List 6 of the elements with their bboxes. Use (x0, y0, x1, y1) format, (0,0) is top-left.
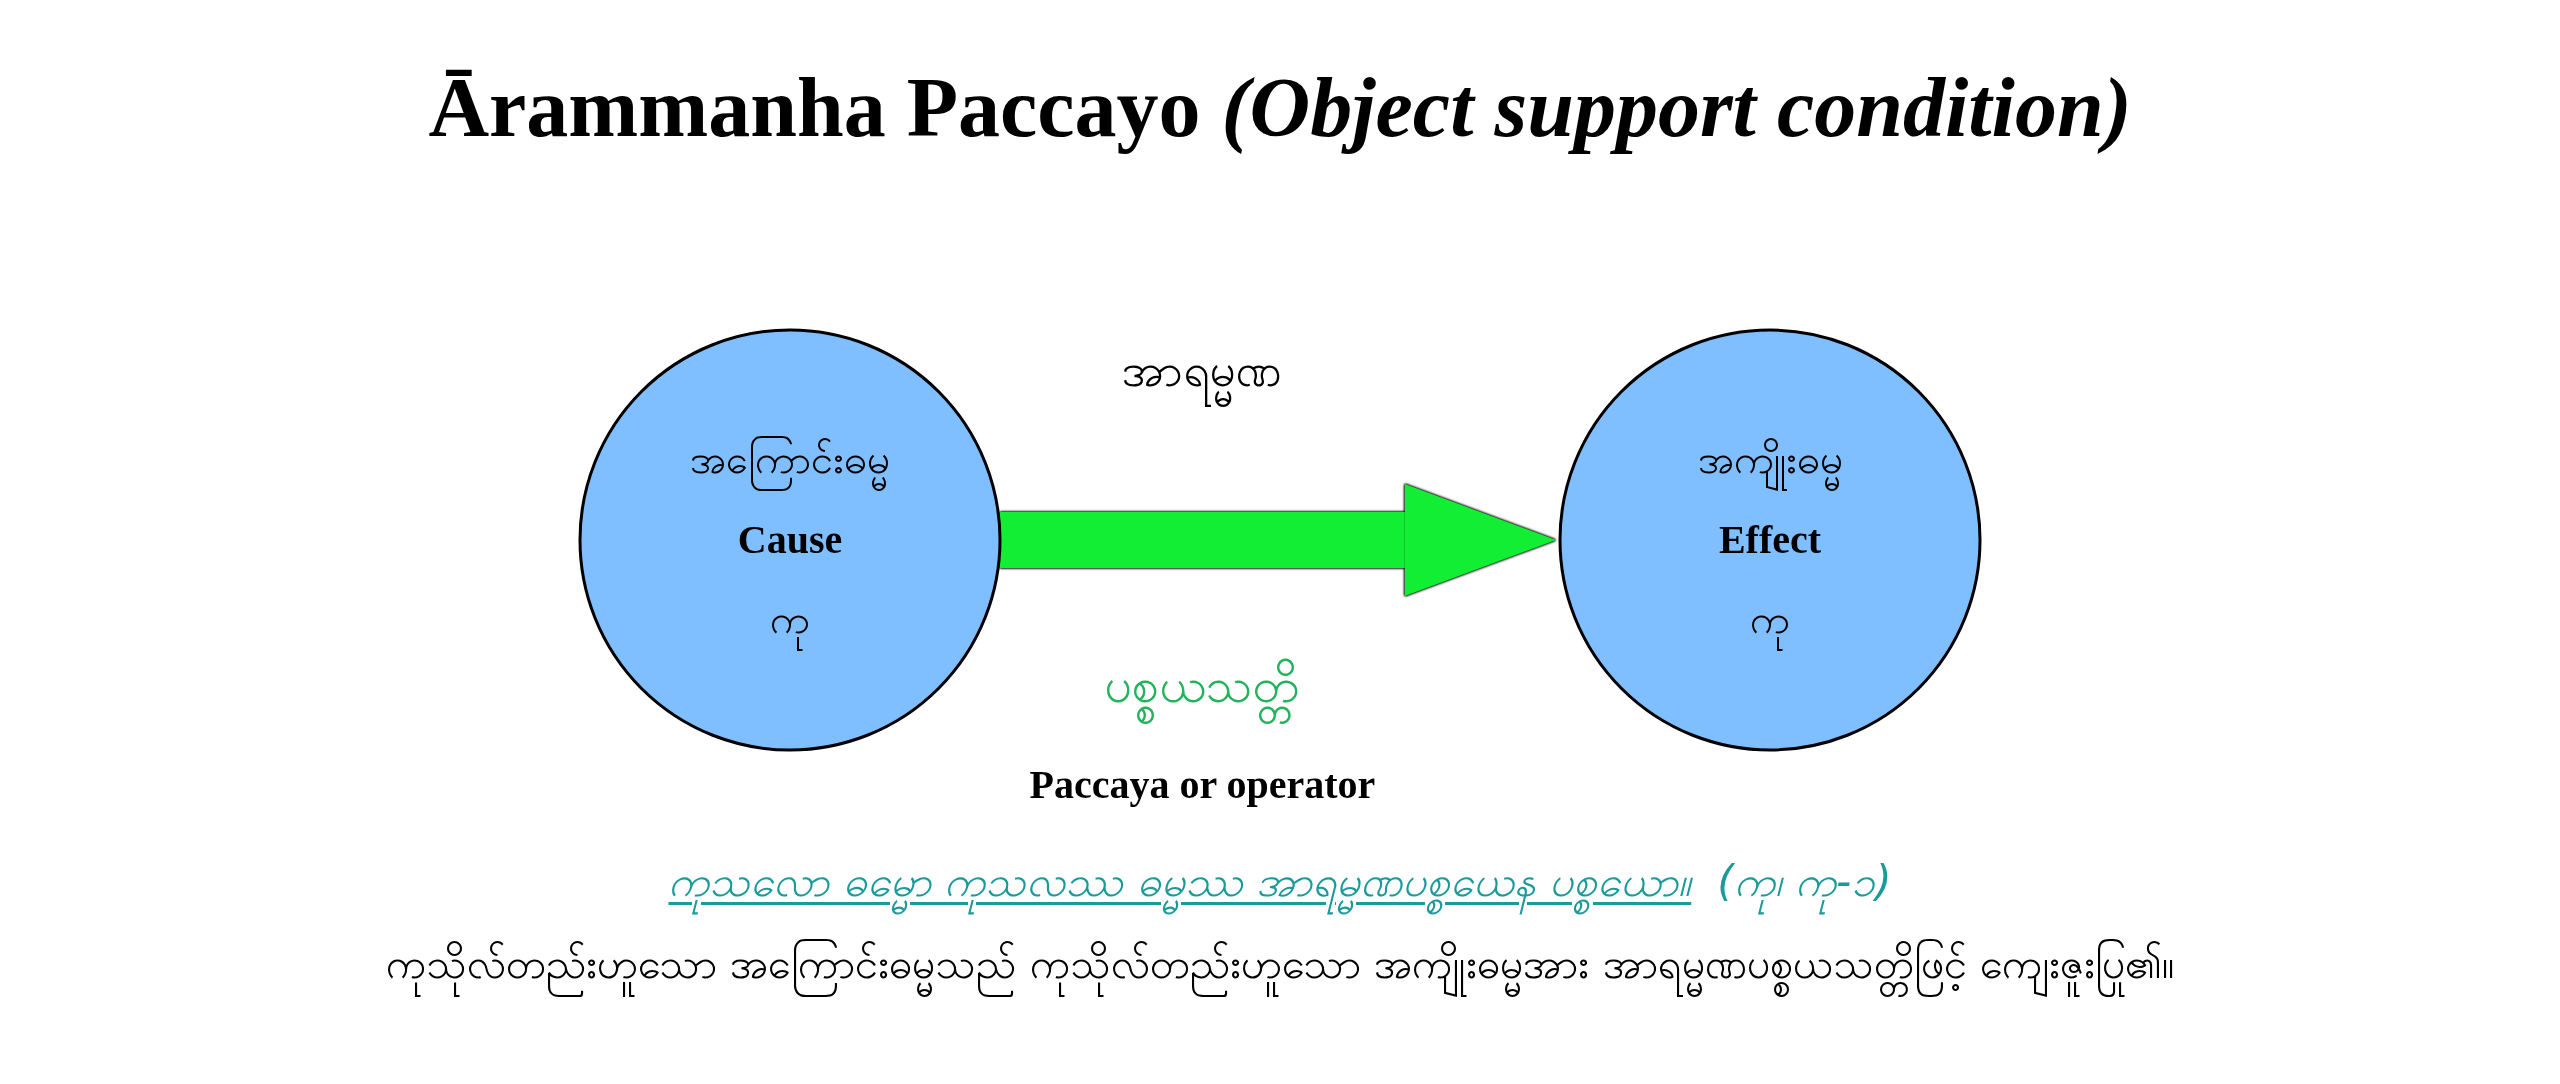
circle-node: အကျိုးဓမ္မ Effect ကု (1558, 328, 1982, 752)
circle-node: အကြောင်းဓမ္မ Cause ကု (578, 328, 1002, 752)
diagram-title: Ārammanha Paccayo (Object support condition) (427, 60, 2133, 156)
relation-label: အာရမ္မဏ (1116, 318, 1289, 422)
operator-label: ပစ္စယသတ္တိ (1098, 631, 1307, 739)
operator-caption: Paccaya or operator (1028, 761, 1377, 809)
